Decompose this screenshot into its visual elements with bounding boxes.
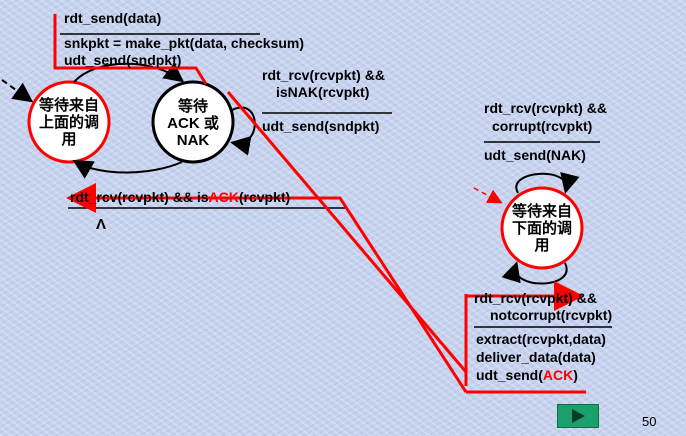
initial-arrow-receiver	[473, 187, 503, 204]
state-wait-ack-label: 等待 ACK 或 NAK	[167, 97, 219, 149]
nak-action: udt_send(sndpkt)	[262, 118, 380, 134]
transition-send-arc	[73, 62, 185, 83]
state-wait-above	[27, 80, 111, 164]
state-wait-ack-nak	[151, 80, 235, 164]
highlight-path-send	[53, 14, 208, 85]
initial-arrow-sender	[1, 79, 34, 103]
corrupt-event-line1: rdt_rcv(rcvpkt) &&	[484, 100, 607, 116]
send-event: rdt_send(data)	[64, 10, 162, 26]
corrupt-self-loop	[515, 172, 580, 194]
notcorrupt-self-loop	[501, 261, 568, 285]
notcorrupt-action-extract: extract(rcvpkt,data)	[476, 331, 606, 347]
send-action-make-pkt: snkpkt = make_pkt(data, checksum)	[64, 35, 305, 51]
nak-event-line1: rdt_rcv(rcvpkt) &&	[262, 67, 385, 83]
transition-ack-arc	[72, 159, 183, 179]
ack-event: rdt_rcv(rcvpkt) && isACK(rcvpkt)	[70, 189, 291, 205]
ack-action-lambda: Λ	[96, 216, 107, 233]
highlight-path-ack-back	[72, 198, 586, 394]
state-wait-below-label: 等待来自下面的调用	[512, 202, 573, 254]
highlight-path-to-receiver	[226, 91, 468, 373]
nak-event-line2: isNAK(rcvpkt)	[276, 84, 370, 100]
state-wait-above-label: 等待来自上面的调用	[39, 96, 100, 148]
next-slide-button[interactable]	[557, 404, 599, 428]
nak-self-loop	[230, 106, 256, 156]
play-arrow-icon	[572, 409, 585, 423]
notcorrupt-event-line1: rdt_rcv(rcvpkt) &&	[474, 290, 597, 306]
notcorrupt-action-deliver: deliver_data(data)	[476, 349, 596, 365]
notcorrupt-event-line2: notcorrupt(rcvpkt)	[490, 307, 613, 323]
send-action-udt-send: udt_send(sndpkt)	[64, 52, 182, 68]
page-number: 50	[642, 414, 657, 429]
corrupt-event-line2: corrupt(rcvpkt)	[492, 118, 593, 134]
state-wait-below	[500, 186, 584, 270]
notcorrupt-action-send-ack: udt_send(ACK)	[476, 367, 578, 383]
corrupt-action: udt_send(NAK)	[484, 147, 586, 163]
